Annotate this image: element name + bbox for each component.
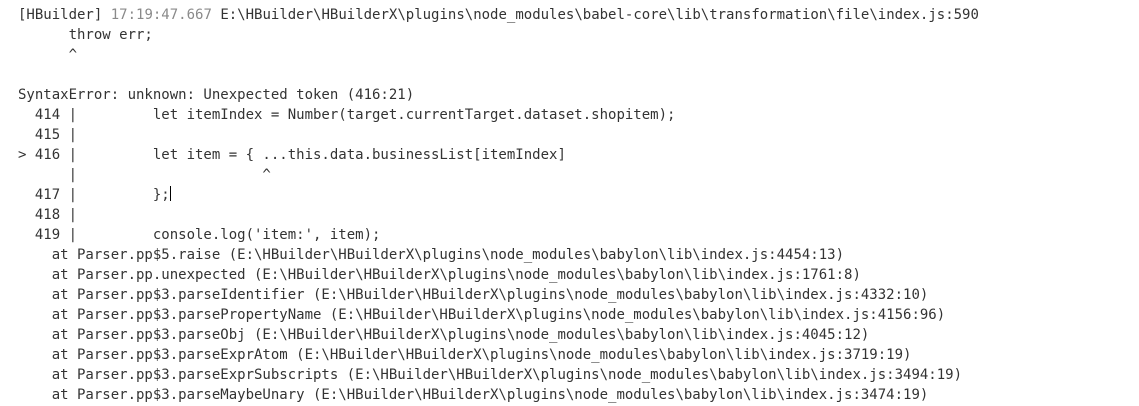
- code-frame-line: 418 |: [18, 207, 78, 223]
- stack-trace-line[interactable]: at Parser.pp$3.parseExprAtom (E:\HBuilde…: [18, 347, 912, 363]
- code-frame-line: 419 | console.log('item:', item);: [18, 227, 381, 243]
- code-frame-caret-line: | ^: [18, 167, 271, 183]
- code-frame-line: 415 |: [18, 127, 78, 143]
- syntax-error-message: SyntaxError: unknown: Unexpected token (…: [18, 87, 415, 103]
- console-header-line: [HBuilder] 17:19:47.667 E:\HBuilder\HBui…: [18, 5, 1139, 25]
- stack-trace-line[interactable]: at Parser.pp$3.parseExprSubscripts (E:\H…: [18, 367, 963, 383]
- code-frame-line: 414 | let itemIndex = Number(target.curr…: [18, 107, 676, 123]
- stack-trace-line[interactable]: at Parser.pp$3.parsePropertyName (E:\HBu…: [18, 307, 946, 323]
- text-cursor: [169, 186, 171, 201]
- stack-trace-line[interactable]: at Parser.pp$3.parseMaybeUnary (E:\HBuil…: [18, 387, 929, 403]
- console-timestamp: 17:19:47.667: [110, 7, 212, 23]
- throw-line: throw err;: [18, 27, 153, 43]
- code-frame-line-text: 417 | };: [18, 187, 170, 203]
- stack-trace-line[interactable]: at Parser.pp$3.parseObj (E:\HBuilder\HBu…: [18, 327, 870, 343]
- code-frame-error-line: > 416 | let item = { ...this.data.busine…: [18, 147, 566, 163]
- stack-trace-line[interactable]: at Parser.pp$5.raise (E:\HBuilder\HBuild…: [18, 247, 845, 263]
- console-file-path[interactable]: E:\HBuilder\HBuilderX\plugins\node_modul…: [220, 7, 979, 23]
- blank-line: [18, 65, 1139, 85]
- console-output[interactable]: [HBuilder] 17:19:47.667 E:\HBuilder\HBui…: [18, 5, 1139, 406]
- cropped-previous-line: [18, 0, 378, 1]
- console-prefix: [HBuilder]: [18, 7, 103, 23]
- stack-trace-line[interactable]: at Parser.pp.unexpected (E:\HBuilder\HBu…: [18, 267, 861, 283]
- code-frame-line-cursor: 417 | };: [18, 185, 1139, 205]
- throw-caret-line: ^: [18, 47, 78, 63]
- stack-trace-line[interactable]: at Parser.pp$3.parseIdentifier (E:\HBuil…: [18, 287, 929, 303]
